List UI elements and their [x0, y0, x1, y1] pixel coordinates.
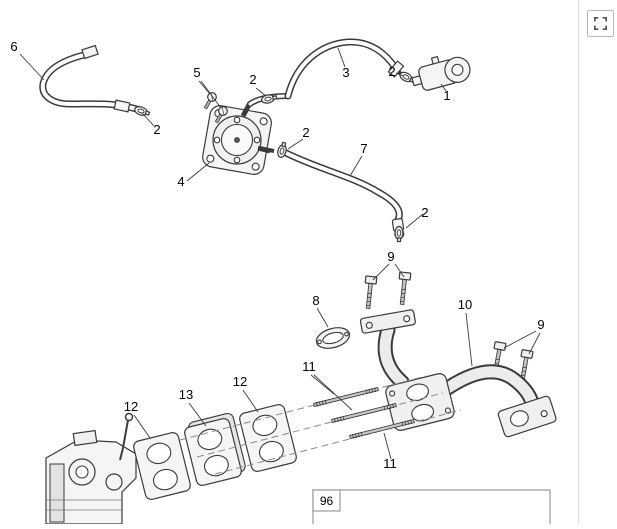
callout-2: 2 — [302, 125, 309, 140]
callout-2: 2 — [153, 122, 160, 137]
part-fuel-filter — [411, 55, 471, 91]
figure-frame: 96 — [312, 489, 551, 529]
fullscreen-button[interactable] — [587, 10, 614, 37]
callout-12: 12 — [124, 399, 138, 414]
part-fuel-pump — [202, 101, 272, 175]
part-spacer-plate — [184, 412, 246, 486]
callout-6: 6 — [10, 39, 17, 54]
part-bolt — [361, 275, 378, 310]
callout-10: 10 — [458, 297, 472, 312]
callout-3: 3 — [342, 65, 349, 80]
part-clamp — [132, 104, 151, 119]
part-hose-lower — [257, 146, 405, 240]
part-clamp — [394, 225, 404, 243]
callout-9: 9 — [387, 249, 394, 264]
part-manifold — [359, 309, 557, 438]
part-stud — [331, 402, 397, 424]
part-gasket — [239, 404, 297, 472]
part-oval-gasket — [315, 327, 351, 349]
callout-7: 7 — [360, 141, 367, 156]
callout-13: 13 — [179, 387, 193, 402]
callout-4: 4 — [177, 174, 184, 189]
fullscreen-icon — [593, 16, 608, 31]
callout-11: 11 — [302, 359, 316, 374]
callout-2: 2 — [249, 72, 256, 87]
callout-5: 5 — [193, 65, 200, 80]
part-gasket — [133, 432, 191, 500]
callout-2: 2 — [421, 205, 428, 220]
callout-leader-lines — [19, 47, 541, 460]
engine-block — [45, 412, 137, 525]
callout-1: 1 — [443, 88, 450, 103]
callout-11: 11 — [383, 456, 397, 471]
part-hose-long — [39, 44, 144, 114]
callout-12: 12 — [233, 374, 247, 389]
figure-number-badge: 96 — [320, 494, 334, 508]
assembly-axis-lines — [179, 375, 462, 475]
diagram-area: 6 5 2 3 2 1 2 2 7 4 2 9 8 10 9 11 12 13 … — [10, 0, 579, 529]
callout-2: 2 — [388, 64, 395, 79]
callout-8: 8 — [312, 293, 319, 308]
callout-9: 9 — [537, 317, 544, 332]
exploded-parts-diagram: 6 5 2 3 2 1 2 2 7 4 2 9 8 10 9 11 12 13 … — [10, 38, 557, 529]
